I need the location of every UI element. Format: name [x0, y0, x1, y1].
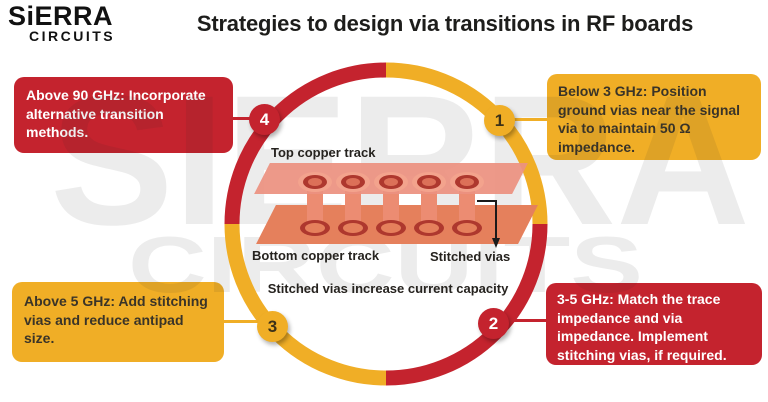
via-bottom-core [343, 223, 363, 233]
bottom-copper-track-label: Bottom copper track [252, 248, 380, 263]
step-badge-2: 2 [478, 308, 509, 339]
diagram-caption: Stitched vias increase current capacity [267, 281, 509, 296]
connector-line-3 [222, 320, 260, 323]
callout-above-90ghz-text: Above 90 GHz: Incorporate alternative tr… [26, 87, 206, 140]
via-top-core [308, 178, 322, 186]
logo-subtext: CIRCUITS [29, 28, 116, 44]
connector-line-1 [513, 118, 549, 121]
via-bottom-core [419, 223, 439, 233]
via-bottom-core [305, 223, 325, 233]
via-top-core [422, 178, 436, 186]
via-1 [298, 163, 332, 241]
stitched-vias-arrow [477, 200, 500, 248]
via-top-core [346, 178, 360, 186]
via-2 [336, 163, 370, 241]
connector-line-4 [230, 117, 252, 120]
logo-wordmark: SiERRA [8, 1, 114, 31]
callout-below-3ghz: Below 3 GHz: Position ground vias near t… [547, 74, 761, 160]
page-title: Strategies to design via transitions in … [196, 11, 694, 36]
stitched-vias-label: Stitched vias [430, 249, 511, 264]
via-top-core [460, 178, 474, 186]
connector-line-2 [507, 319, 548, 322]
callout-3-5ghz: 3-5 GHz: Match the trace impedance and v… [546, 283, 762, 365]
callout-above-5ghz: Above 5 GHz: Add stitching vias and redu… [12, 282, 224, 362]
via-bottom-core [381, 223, 401, 233]
callout-above-90ghz: Above 90 GHz: Incorporate alternative tr… [14, 77, 233, 153]
top-copper-track-label: Top copper track [271, 145, 376, 160]
via-4 [412, 163, 446, 241]
step-badge-4: 4 [249, 104, 280, 135]
ring-quadrant-se [385, 223, 548, 386]
sierra-circuits-logo: SiERRA CIRCUITS [8, 1, 116, 45]
step-badge-3: 3 [257, 311, 288, 342]
via-bottom-core [457, 223, 477, 233]
via-top-core [384, 178, 398, 186]
callout-above-5ghz-text: Above 5 GHz: Add stitching vias and redu… [24, 293, 208, 346]
callout-3-5ghz-text: 3-5 GHz: Match the trace impedance and v… [557, 291, 727, 363]
step-badge-1: 1 [484, 105, 515, 136]
callout-below-3ghz-text: Below 3 GHz: Position ground vias near t… [558, 83, 741, 155]
